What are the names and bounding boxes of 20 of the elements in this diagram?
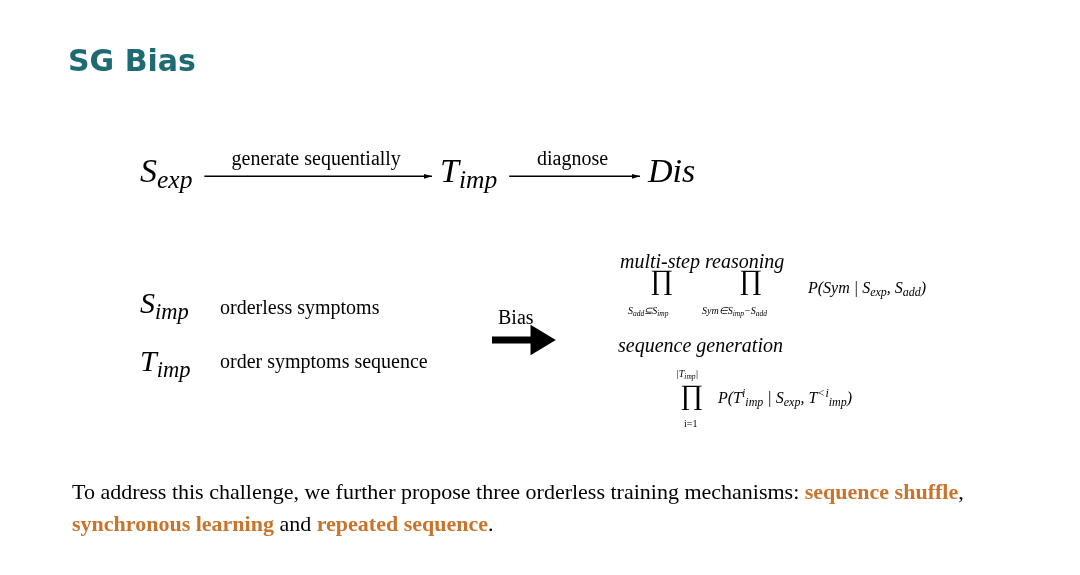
- product-index: |T$_{imp}$|: [676, 367, 699, 381]
- arrow: [203, 173, 433, 179]
- definition-text: orderless symptoms: [220, 295, 380, 321]
- slide-title: SG Bias: [68, 42, 196, 80]
- bias-label: Bias: [498, 305, 534, 330]
- math-symbol: T$_{imp}$: [140, 343, 191, 383]
- product-symbol: ∏: [680, 381, 704, 409]
- math-symbol: S$_{imp}$: [140, 285, 189, 325]
- product-index: S$_{add}$⊆S$_{imp}$: [628, 304, 669, 318]
- math-symbol: T$_{imp}$: [440, 150, 498, 193]
- formula-heading: sequence generation: [618, 333, 783, 359]
- probability-term: P(Sym | S$_{exp}$, S$_{add}$): [808, 278, 927, 300]
- math-symbol: Dis: [648, 150, 696, 193]
- product-index: Sym∈S$_{imp}$−S$_{add}$: [702, 304, 767, 318]
- arrow: [508, 173, 641, 179]
- conclusion-text: To address this challenge, we further propose three orderless training mechanisms: sequence shuffle, synchronous learning and repeated sequence.: [72, 478, 965, 538]
- math-symbol: S$_{exp}$: [140, 150, 193, 193]
- product-index: i=1: [684, 417, 698, 431]
- probability-term: P(T$^{i}$$_{imp}$ | S$_{exp}$, T$^{<i}$$_{imp}$): [718, 386, 853, 410]
- definition-text: order symptoms sequence: [220, 349, 428, 375]
